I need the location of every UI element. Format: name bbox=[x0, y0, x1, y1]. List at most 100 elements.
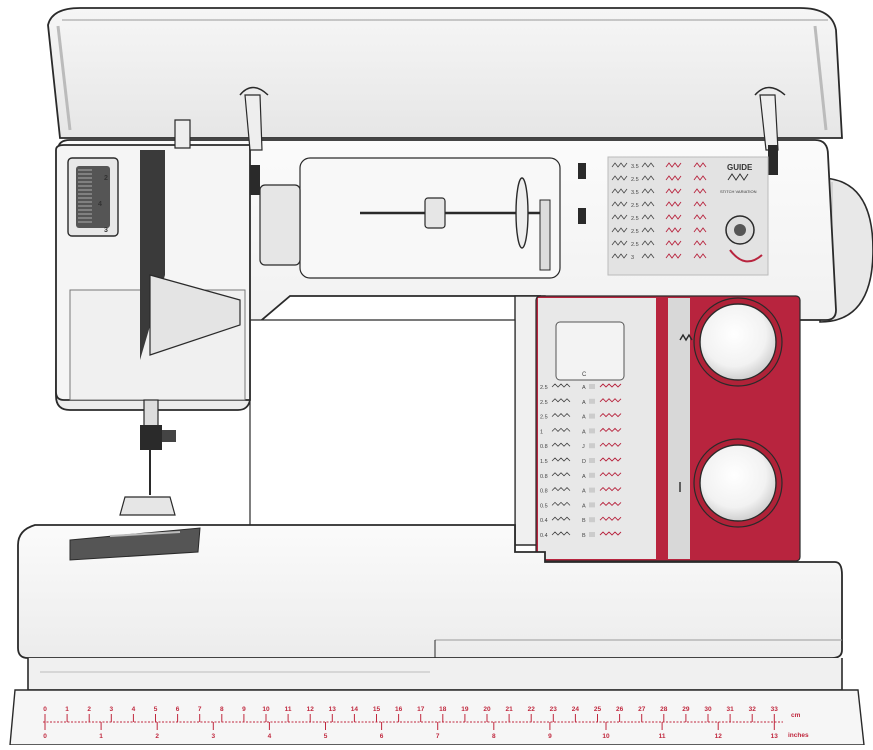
cm-tick-label: 13 bbox=[329, 706, 337, 713]
stitch-symbol bbox=[641, 175, 655, 181]
stitch-symbol bbox=[599, 486, 622, 492]
stitch-symbol bbox=[693, 188, 707, 194]
ruler-cm-label: cm bbox=[791, 712, 801, 719]
stitch-symbol bbox=[641, 253, 655, 259]
spool-area bbox=[259, 157, 561, 279]
stitch-symbol bbox=[665, 188, 682, 194]
cm-tick-label: 21 bbox=[505, 706, 513, 713]
inch-tick-label: 12 bbox=[715, 733, 723, 740]
stitch-symbol bbox=[551, 516, 571, 521]
stitch-symbol bbox=[665, 253, 682, 259]
arm-opening bbox=[249, 319, 516, 541]
stitch-symbol bbox=[611, 201, 628, 207]
stitch-width-knob[interactable] bbox=[679, 297, 783, 387]
stitch-symbol bbox=[551, 383, 571, 388]
stitch-symbol bbox=[611, 240, 628, 246]
stitch-symbol bbox=[599, 501, 622, 507]
stitch-symbol bbox=[599, 442, 622, 447]
stitch-symbol bbox=[641, 227, 655, 233]
cm-tick-label: 23 bbox=[550, 706, 558, 713]
inch-tick-label: 6 bbox=[380, 733, 384, 740]
stitch-length-value: 2.5 bbox=[631, 216, 639, 222]
stitch-length-value: 2.5 bbox=[631, 177, 639, 183]
thread-guide[interactable] bbox=[259, 184, 301, 266]
presser-foot[interactable] bbox=[119, 399, 176, 516]
inch-tick-label: 2 bbox=[155, 733, 159, 740]
top-lid[interactable] bbox=[47, 7, 843, 139]
setting-swatch bbox=[589, 517, 595, 523]
spool-cap[interactable] bbox=[515, 177, 529, 249]
machine-base bbox=[17, 524, 843, 691]
cm-tick-label: 6 bbox=[176, 706, 180, 713]
setting-foot-letter: J bbox=[582, 444, 585, 450]
setting-swatch bbox=[589, 384, 595, 389]
stitch-symbol bbox=[641, 188, 655, 194]
stitch-symbol bbox=[611, 227, 628, 233]
stitch-symbol bbox=[551, 501, 571, 506]
thread-guide-right[interactable] bbox=[754, 86, 786, 176]
foot-letter: C bbox=[582, 372, 587, 378]
ruler-inch-label: inches bbox=[788, 732, 809, 739]
stitch-symbol bbox=[599, 472, 622, 477]
setting-length: 0.4 bbox=[540, 518, 548, 524]
zigzag-icon bbox=[679, 333, 693, 342]
stitch-symbol bbox=[693, 175, 707, 181]
stitch-symbol bbox=[551, 398, 571, 403]
tension-dial[interactable]: 2 4 3 bbox=[67, 157, 119, 237]
stitch-symbol bbox=[551, 472, 571, 477]
tension-number: 4 bbox=[98, 201, 102, 208]
setting-length: 2.5 bbox=[540, 415, 548, 421]
stitch-symbol bbox=[611, 175, 628, 181]
cm-tick-label: 10 bbox=[262, 706, 270, 713]
stitch-symbol bbox=[693, 240, 707, 246]
stitch-symbol bbox=[665, 227, 682, 233]
cm-tick-label: 4 bbox=[132, 706, 136, 713]
cm-tick-label: 30 bbox=[704, 706, 712, 713]
stitch-symbol bbox=[551, 427, 571, 432]
stitch-symbol bbox=[551, 487, 571, 492]
setting-swatch bbox=[589, 413, 595, 419]
inch-tick-label: 3 bbox=[211, 733, 215, 740]
setting-length: 0.5 bbox=[540, 503, 548, 509]
stitch-symbol bbox=[599, 412, 622, 418]
needle-plate bbox=[69, 527, 201, 561]
inch-tick-label: 9 bbox=[548, 733, 552, 740]
cm-tick-label: 26 bbox=[616, 706, 624, 713]
cm-tick-label: 24 bbox=[572, 706, 580, 713]
stitch-symbol bbox=[611, 253, 628, 259]
thread-guide-left[interactable] bbox=[239, 86, 269, 196]
inch-tick-label: 8 bbox=[492, 733, 496, 740]
stitch-symbol bbox=[611, 214, 628, 220]
stitch-symbol bbox=[551, 413, 571, 418]
setting-length: 2.5 bbox=[540, 385, 548, 391]
cm-tick-label: 25 bbox=[594, 706, 602, 713]
stitch-symbol bbox=[599, 457, 622, 462]
stitch-length-value: 2.5 bbox=[631, 203, 639, 209]
inch-tick-label: 4 bbox=[268, 733, 272, 740]
stitch-symbol bbox=[551, 457, 571, 462]
cm-tick-label: 19 bbox=[461, 706, 469, 713]
cm-tick-label: 3 bbox=[109, 706, 113, 713]
inch-tick-label: 10 bbox=[602, 733, 610, 740]
stitch-symbol bbox=[693, 201, 707, 207]
setting-swatch bbox=[589, 487, 595, 493]
cm-tick-label: 29 bbox=[682, 706, 690, 713]
guide-title: GUIDE bbox=[727, 163, 753, 172]
inch-tick-label: 13 bbox=[771, 733, 779, 740]
stitch-symbol bbox=[665, 201, 682, 207]
stitch-length-knob[interactable] bbox=[679, 438, 783, 528]
setting-swatch bbox=[589, 428, 595, 434]
setting-length: 1 bbox=[540, 429, 543, 435]
stitch-symbol bbox=[599, 516, 622, 521]
inch-tick-label: 7 bbox=[436, 733, 440, 740]
cm-tick-label: 18 bbox=[439, 706, 447, 713]
stitch-symbol bbox=[551, 531, 571, 536]
setting-foot-letter: A bbox=[582, 429, 586, 435]
inch-tick-label: 11 bbox=[659, 733, 666, 740]
stitch-symbol bbox=[611, 188, 628, 194]
setting-foot-letter: A bbox=[582, 474, 586, 480]
cm-tick-label: 12 bbox=[307, 706, 315, 713]
setting-swatch bbox=[589, 532, 595, 537]
cm-tick-label: 14 bbox=[351, 706, 359, 713]
